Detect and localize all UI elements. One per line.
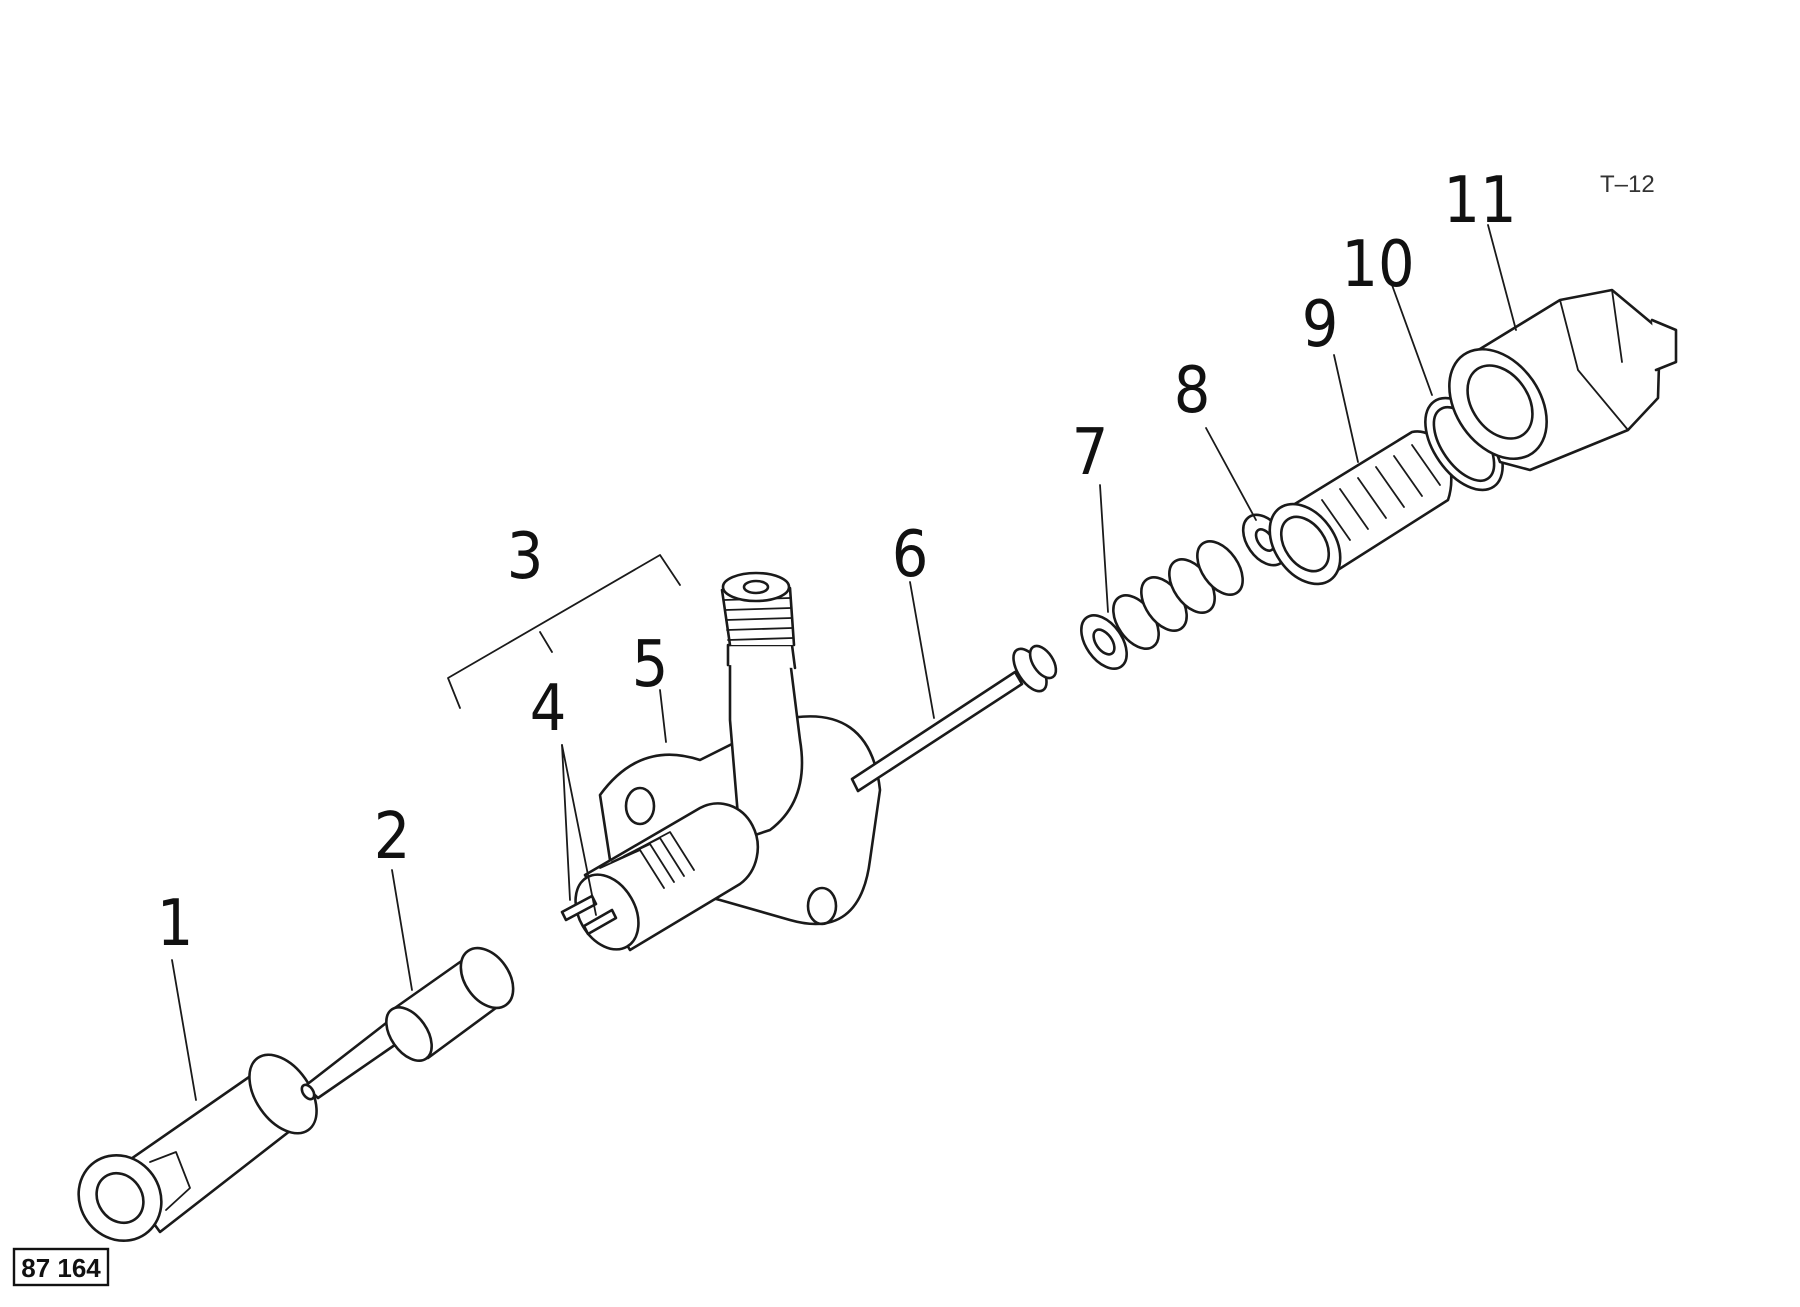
- callout-6: 6: [892, 518, 929, 592]
- part-9-threaded-sleeve: [1268, 430, 1453, 586]
- callout-3: 3: [507, 520, 544, 594]
- leader-lines: [171, 224, 1517, 1101]
- callout-2: 2: [374, 800, 411, 874]
- callout-5: 5: [632, 628, 669, 702]
- callout-11: 11: [1443, 164, 1516, 238]
- sheet-code: T–12: [1600, 171, 1655, 198]
- part-6-pressure-pin: [850, 644, 1058, 793]
- figure-number: 87 164: [21, 1253, 101, 1283]
- part-2-nozzle: [300, 946, 515, 1101]
- part-7-pressure-spring: [1080, 540, 1244, 670]
- part-11-cap-nut: [1448, 288, 1678, 472]
- group-3-bracket-tick: [539, 631, 553, 653]
- callout-1: 1: [157, 887, 194, 961]
- part-5-injector-body: [574, 571, 882, 952]
- group-3-bracket: [447, 554, 681, 709]
- callout-8: 8: [1174, 354, 1211, 428]
- callout-9: 9: [1302, 288, 1339, 362]
- callout-4: 4: [530, 672, 567, 746]
- figure-number-box: 87 164: [12, 1247, 110, 1287]
- part-1-nozzle-nut: [77, 1053, 318, 1243]
- callout-10: 10: [1341, 228, 1414, 302]
- part-4-dowel-pins: [560, 894, 618, 936]
- callout-7: 7: [1072, 416, 1109, 490]
